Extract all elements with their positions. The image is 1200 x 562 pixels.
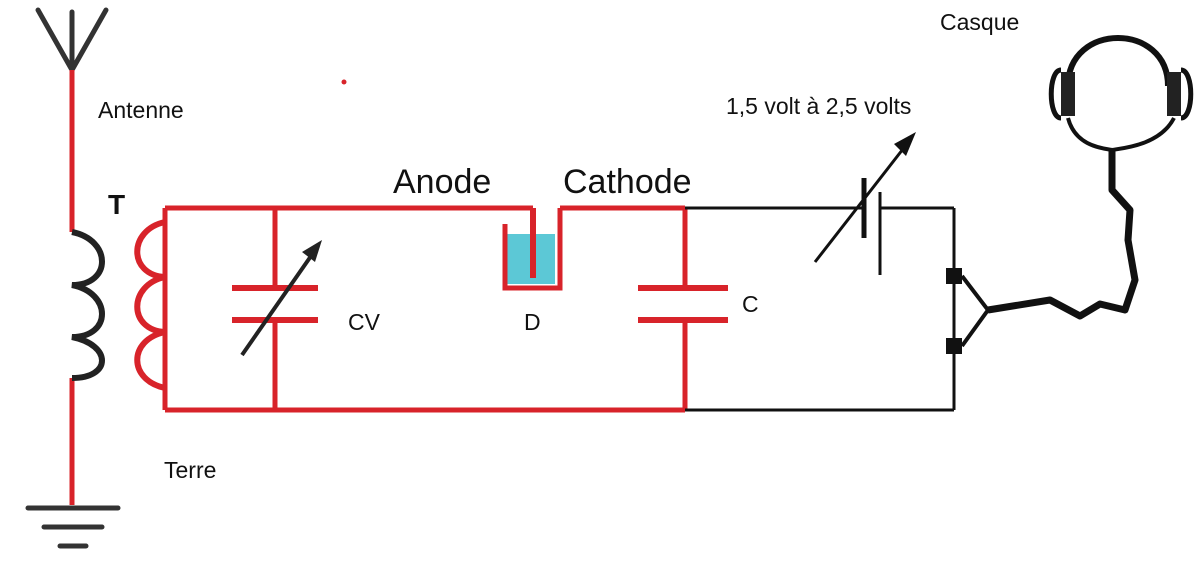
jack-wires [960,274,991,348]
left-ear-cup [1048,67,1062,121]
diode-label: D [524,309,541,335]
ground-label: Terre [164,457,216,483]
antenna-left-arm [35,7,75,73]
jack-contact-bottom [946,338,962,354]
cv-arrow-head [302,240,322,262]
ground-symbol [25,505,121,549]
antenna-right-arm [69,7,109,73]
transformer-primary-coil [71,229,105,381]
cathode-label: Cathode [563,163,692,201]
diode-cup [502,208,563,291]
tuned-circuit-wires [162,205,688,413]
headphones-label: Casque [940,9,1019,35]
stray-dot [341,79,347,85]
capacitor-label: C [742,291,759,317]
anode-label: Anode [393,163,491,201]
headphone-jack [946,268,991,354]
cv-adjust-arrow [240,244,320,357]
antenna-symbol [35,7,109,73]
bias-circuit-wires [685,206,956,412]
variable-capacitor-label: CV [348,309,381,335]
left-speaker [1061,72,1075,116]
headphones-symbol [1048,35,1194,153]
battery-adjust-arrow [813,139,912,263]
variable-capacitor-cv [232,240,322,357]
voltage-label: 1,5 volt à 2,5 volts [726,93,911,119]
variable-battery [813,132,916,275]
antenna-label: Antenne [98,97,184,123]
right-speaker [1167,72,1181,116]
headband [1065,35,1171,87]
transformer-secondary-coil [134,219,166,391]
jack-contact-top [946,268,962,284]
headphone-cords [1066,116,1176,153]
diode-d [502,208,563,291]
transformer-label: T [108,189,125,220]
battery-arrow-head [894,132,916,156]
headphone-cable [987,150,1139,320]
right-ear-cup [1180,67,1194,121]
fixed-capacitor-c [638,285,728,323]
